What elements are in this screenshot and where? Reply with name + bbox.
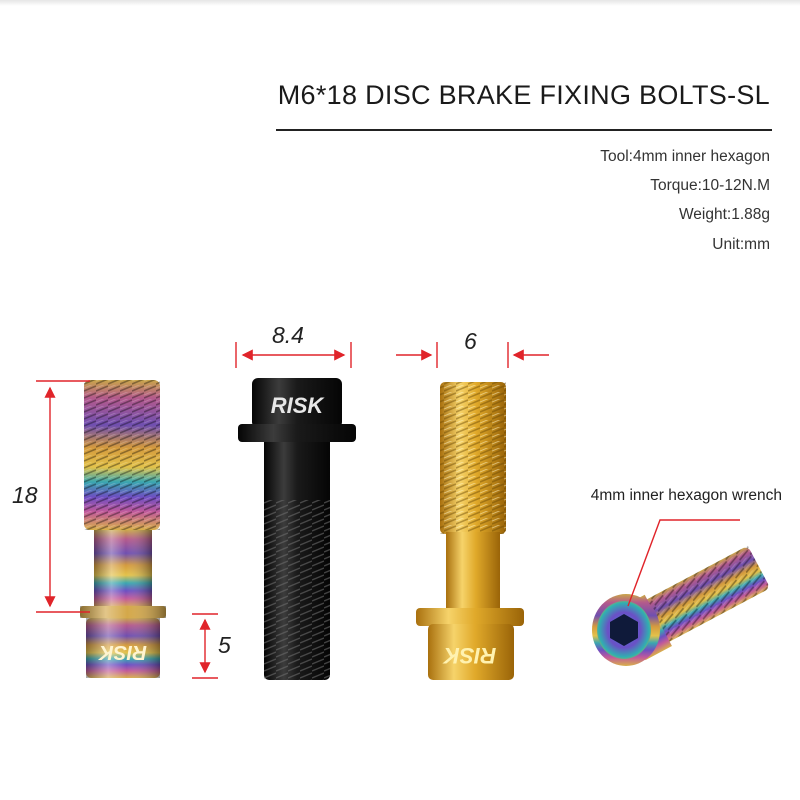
svg-text:RISK: RISK bbox=[271, 393, 326, 418]
head-height-label: 5 bbox=[218, 632, 231, 658]
svg-text:RISK: RISK bbox=[98, 641, 147, 663]
spec-torque: Torque:10-12N.M bbox=[650, 177, 770, 194]
thread-width-label: 6 bbox=[464, 328, 477, 354]
dimension-head-width bbox=[235, 342, 352, 368]
wrench-callout-line bbox=[627, 519, 740, 607]
svg-text:RISK: RISK bbox=[442, 643, 497, 668]
dimension-thread-width bbox=[396, 342, 549, 368]
page-title: M6*18 DISC BRAKE FIXING BOLTS-SL bbox=[277, 80, 770, 110]
top-shadow-bar bbox=[0, 0, 800, 6]
gold-bolt: RISK bbox=[416, 382, 524, 680]
wrench-callout-label: 4mm inner hexagon wrench bbox=[590, 487, 782, 504]
black-bolt: RISK bbox=[238, 378, 356, 680]
dimension-length bbox=[36, 380, 90, 613]
title-underline bbox=[276, 129, 772, 131]
head-width-label: 8.4 bbox=[272, 322, 304, 348]
spec-tool: Tool:4mm inner hexagon bbox=[600, 148, 770, 165]
dimension-head-height bbox=[192, 613, 218, 679]
spec-unit: Unit:mm bbox=[712, 236, 770, 253]
spec-weight: Weight:1.88g bbox=[678, 206, 770, 223]
length-label: 18 bbox=[12, 482, 38, 508]
hex-socket-icon bbox=[610, 614, 638, 646]
rainbow-bolt: RISK bbox=[80, 380, 166, 678]
